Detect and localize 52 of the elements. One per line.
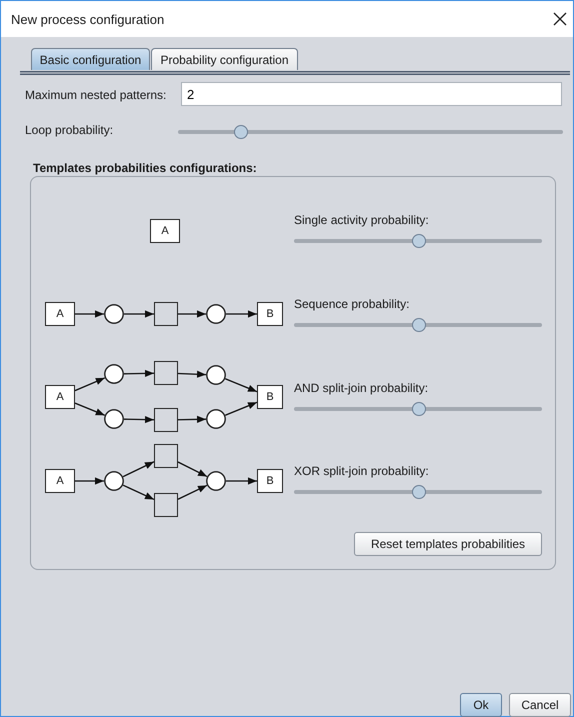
arrow [178,310,206,318]
reset-button: Reset templates probabilities [354,532,542,556]
arrow [122,461,154,478]
transition-box: A [150,219,180,243]
arrow [178,461,208,478]
ok-button: Ok [460,693,502,717]
window-title: New process configuration [11,12,164,27]
transition-box: A [45,302,75,326]
arrow [74,402,105,416]
cancel-button: Cancel [509,693,571,717]
transition-box: A [45,469,75,493]
place-circle [206,365,226,385]
arrow [75,310,104,318]
field-label: Maximum nested patterns: [25,88,166,102]
arrow [122,484,154,500]
place-circle [104,409,124,429]
arrow [178,416,206,423]
transition-box: B [257,469,283,493]
slider-label: AND split-join probability: [294,381,428,395]
place-circle [104,471,124,491]
transition-box [154,302,178,326]
arrow [226,310,257,318]
input-field: 2 [181,82,562,106]
field-label: Loop probability: [25,123,114,137]
arrow [225,378,258,392]
transition-box: B [257,385,283,409]
arrow [124,310,154,318]
transition-box [154,444,178,468]
slider-label: Sequence probability: [294,297,410,311]
section-heading: Templates probabilities configurations: [33,161,257,175]
transition-box [154,408,178,432]
place-circle [104,304,124,324]
arrow [75,477,104,485]
transition-box [154,361,178,385]
transition-box: A [45,385,75,409]
arrow [178,484,208,500]
place-circle [206,471,226,491]
tab: Basic configuration [31,48,150,70]
transition-box [154,493,178,517]
tab: Probability configuration [151,48,298,70]
place-circle [206,409,226,429]
arrow [124,370,154,377]
place-circle [206,304,226,324]
arrow [178,370,206,378]
place-circle [104,364,124,384]
arrow [124,416,154,424]
arrow [226,477,257,485]
slider-label: XOR split-join probability: [294,464,429,478]
slider-label: Single activity probability: [294,213,429,227]
arrow [225,402,258,416]
transition-box: B [257,302,283,326]
arrow [74,377,106,392]
